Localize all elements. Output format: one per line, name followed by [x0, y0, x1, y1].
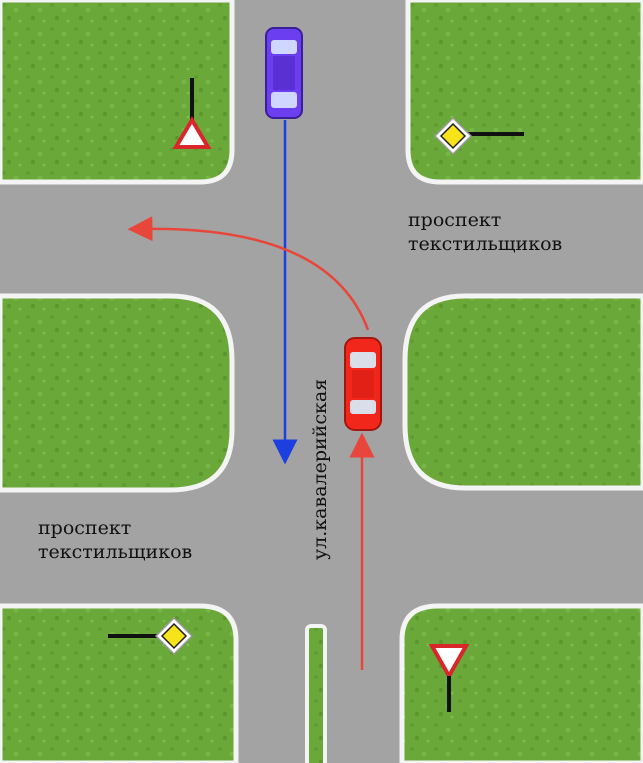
street-label-avenue-bottom: проспект текстильщиков — [38, 516, 192, 564]
give-way-sign — [172, 78, 212, 149]
street-label-line2: текстильщиков — [408, 233, 563, 255]
red-car — [344, 337, 382, 431]
grass-block-middle-right — [402, 293, 643, 491]
grass-block-top-right — [405, 0, 643, 185]
grass-block-bottom-right — [399, 603, 643, 763]
grass-block-bottom-left — [0, 603, 239, 763]
main-road-sign — [433, 116, 524, 156]
main-road-sign — [108, 616, 194, 656]
grass-block-top-left — [0, 0, 235, 185]
street-label-line1: проспект — [408, 209, 502, 231]
grass-block-middle-left — [0, 293, 235, 493]
street-label-vertical: ул.кавалерийская — [309, 378, 331, 560]
street-label-line1: проспект — [38, 517, 132, 539]
blue-car — [265, 27, 303, 119]
red-left-turn-arrow — [127, 216, 370, 331]
give-way-sign — [428, 644, 470, 712]
median-island — [305, 624, 327, 763]
street-label-line2: текстильщиков — [38, 541, 193, 563]
street-label-avenue-top: проспект текстильщиков — [408, 208, 562, 256]
